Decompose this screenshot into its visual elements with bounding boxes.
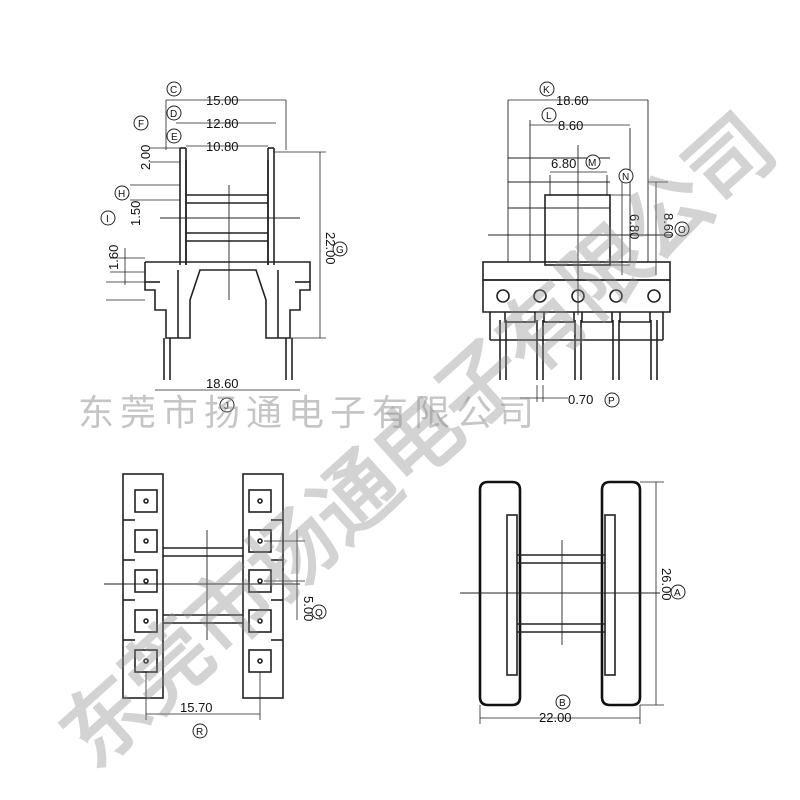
dim-j-value: 18.60 bbox=[206, 376, 239, 391]
callout-d: D bbox=[170, 109, 177, 120]
callout-m: M bbox=[588, 158, 596, 169]
dim-n-value: 6.80 bbox=[627, 214, 642, 239]
dim-f-value: 2.00 bbox=[138, 145, 153, 170]
callout-n: N bbox=[622, 172, 629, 183]
dim-b-value: 22.00 bbox=[539, 710, 572, 725]
dim-p-value: 0.70 bbox=[568, 392, 593, 407]
dim-r-value: 15.70 bbox=[180, 700, 213, 715]
top-view: 26.00 22.00 A B bbox=[460, 480, 686, 725]
callout-c: C bbox=[170, 85, 177, 96]
dim-d-value: 12.80 bbox=[206, 116, 239, 131]
callout-f: F bbox=[138, 119, 144, 130]
side-view: 18.60 8.60 6.80 6.80 8.60 0.70 K L M N O… bbox=[482, 81, 690, 408]
front-view: 15.00 12.80 10.80 2.00 1.50 1.60 22.00 1… bbox=[100, 81, 348, 413]
callout-b: B bbox=[559, 698, 566, 709]
dim-l-value: 8.60 bbox=[558, 118, 583, 133]
callout-g: G bbox=[336, 245, 344, 256]
watermark-horizontal: 东莞市扬通电子有限公司 bbox=[78, 393, 541, 434]
dim-o-value: 8.60 bbox=[661, 213, 676, 238]
dim-h-value: 1.50 bbox=[128, 201, 143, 226]
callout-j: J bbox=[224, 401, 229, 412]
bottom-view: 5.00 15.70 Q R bbox=[104, 473, 327, 739]
dim-i-value: 1.60 bbox=[106, 245, 121, 270]
callout-a: A bbox=[674, 588, 681, 599]
callout-q: Q bbox=[315, 608, 323, 619]
dim-a-value: 26.00 bbox=[659, 568, 674, 601]
dim-c-value: 15.00 bbox=[206, 93, 239, 108]
dim-e-value: 10.80 bbox=[206, 139, 239, 154]
callout-p: P bbox=[608, 396, 615, 407]
dim-k-value: 18.60 bbox=[556, 93, 589, 108]
dim-g-value: 22.00 bbox=[323, 232, 338, 265]
callout-k: K bbox=[543, 85, 550, 96]
dim-m-value: 6.80 bbox=[551, 156, 576, 171]
callout-e: E bbox=[171, 132, 178, 143]
callout-h: H bbox=[118, 189, 125, 200]
callout-r: R bbox=[196, 727, 203, 738]
callout-o: O bbox=[678, 225, 686, 236]
callout-l: L bbox=[546, 111, 552, 122]
callout-i: I bbox=[106, 214, 109, 225]
